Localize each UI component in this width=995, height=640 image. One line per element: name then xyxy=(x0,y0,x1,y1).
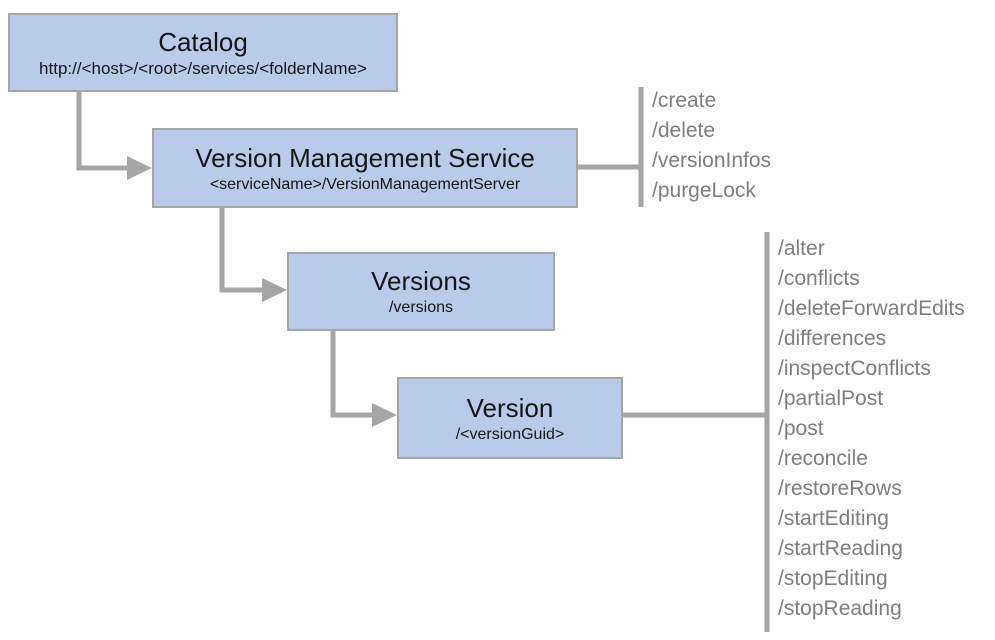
node-versions-title: Versions xyxy=(371,266,471,296)
operation-item: /post xyxy=(778,417,824,440)
operation-item: /create xyxy=(652,89,717,112)
arrowhead-vms-to-versions xyxy=(262,278,287,302)
arrowhead-versions-to-version xyxy=(372,403,397,427)
vms-operations-list: /create /delete /versionInfos /purgeLock xyxy=(652,86,771,206)
operation-item: /purgeLock xyxy=(652,179,756,202)
operation-item: /startEditing xyxy=(778,507,889,530)
operation-item: /reconcile xyxy=(778,447,868,470)
operation-item: /restoreRows xyxy=(778,477,902,500)
operation-item: /differences xyxy=(778,327,887,350)
connector-catalog-to-vms xyxy=(76,91,128,171)
version-operations-list: /alter /conflicts /deleteForwardEdits /d… xyxy=(778,234,965,624)
node-catalog: Catalog http://<host>/<root>/services/<f… xyxy=(8,13,398,92)
operation-item: /delete xyxy=(652,119,716,142)
node-versions-url: /versions xyxy=(388,299,454,316)
operation-item: /startReading xyxy=(778,537,903,560)
operation-item: /partialPost xyxy=(778,387,884,410)
operation-item: /inspectConflicts xyxy=(778,357,931,380)
node-version-url: /<versionGuid> xyxy=(455,425,565,443)
operation-item: /conflicts xyxy=(778,267,860,290)
node-vms-url: <serviceName>/VersionManagementServer xyxy=(209,175,521,193)
node-catalog-title: Catalog xyxy=(158,27,248,57)
operation-item: /stopReading xyxy=(778,597,902,620)
operation-item: /stopEditing xyxy=(778,567,888,590)
arrowhead-catalog-to-vms xyxy=(127,156,152,180)
operation-item: /versionInfos xyxy=(652,149,772,172)
node-catalog-url: http://<host>/<root>/services/<folderNam… xyxy=(39,59,367,78)
connector-versions-to-version xyxy=(330,330,373,418)
node-version: Version /<versionGuid> xyxy=(397,377,623,459)
node-versions: Versions /versions xyxy=(287,252,555,331)
node-version-management-service: Version Management Service <serviceName>… xyxy=(152,128,578,208)
operation-item: /alter xyxy=(778,237,825,260)
node-version-title: Version xyxy=(466,392,554,423)
connector-vms-to-versions xyxy=(219,208,263,293)
operation-item: /deleteForwardEdits xyxy=(778,297,965,320)
node-vms-title: Version Management Service xyxy=(195,142,535,173)
